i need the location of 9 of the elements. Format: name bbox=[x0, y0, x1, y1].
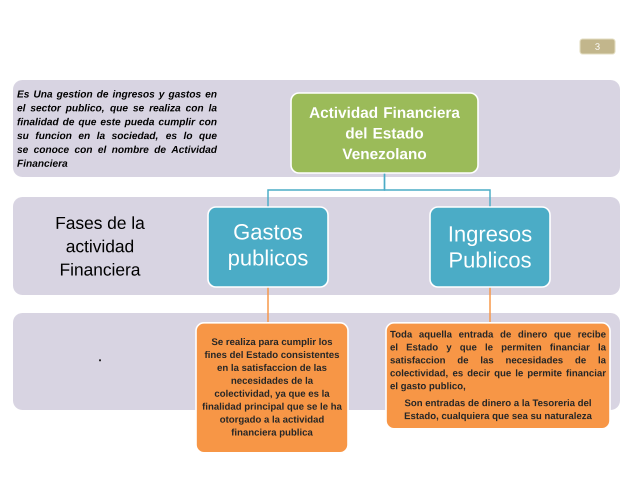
connector-line bbox=[267, 288, 269, 322]
connector-line bbox=[489, 288, 491, 322]
root-box: Actividad Financiera del Estado Venezolano bbox=[290, 92, 479, 174]
page-number: 3 bbox=[579, 38, 616, 55]
description-box: Se realiza para cumplir los fines del Estado consistentes en la satisfaccion de las necesidades de la colectividad, ya que es la finalidad principal que se le ha otorgado a la actividad financiera publica bbox=[195, 322, 349, 454]
description-box: Toda aquella entrada de dinero que recibe el Estado y que le permiten financiar la satisfaccion de las necesidades de la colectividad, es decir que le permite financiar el gasto publico, Son entradas de dinero a la Tesoreria del Estado, cualquiera que sea su naturaleza bbox=[385, 322, 611, 430]
category-box: Gastos publicos bbox=[207, 206, 329, 288]
connector-line bbox=[384, 174, 491, 206]
category-box: Ingresos Publicos bbox=[429, 206, 551, 288]
